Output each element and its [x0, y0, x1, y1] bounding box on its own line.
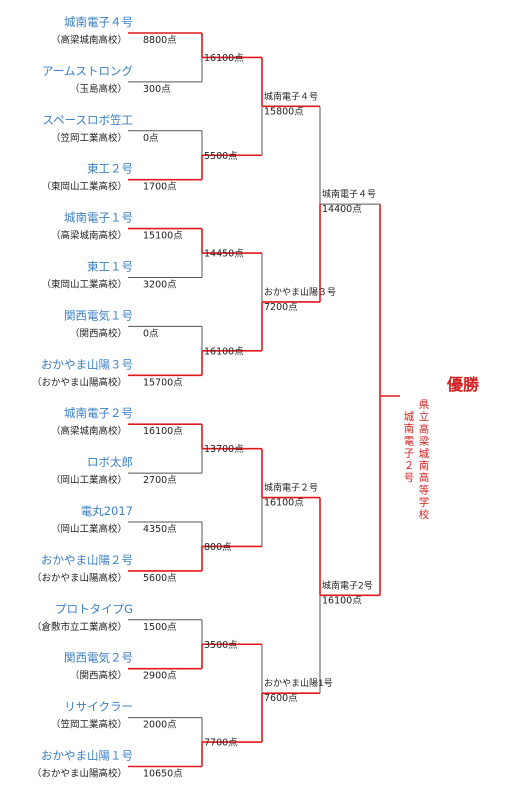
r3-winner-name: 城南電子４号 — [322, 188, 376, 200]
robot-name: 城南電子２号 — [64, 406, 133, 420]
robot-name: 東工１号 — [87, 260, 133, 274]
school-name: （東岡山工業高校） — [41, 279, 127, 291]
entry-score: 2900点 — [143, 671, 177, 682]
school-name: （東岡山工業高校） — [41, 181, 127, 193]
entry-score: 5600点 — [143, 573, 177, 584]
entry-score: 2000点 — [143, 720, 177, 731]
r1-score: 14450点 — [204, 249, 244, 260]
school-name: （高梁城南高校） — [51, 425, 127, 437]
r3-score: 16100点 — [322, 595, 362, 606]
r1-score: 7700点 — [204, 738, 238, 749]
school-name: （おかやま山陽高校） — [32, 376, 127, 388]
r1-score: 16100点 — [204, 53, 244, 64]
r1-score: 800点 — [204, 542, 232, 553]
entry-score: 15100点 — [143, 231, 183, 242]
robot-name: おかやま山陽２号 — [41, 553, 133, 567]
bracket-lines — [128, 32, 400, 768]
r2-score: 15800点 — [264, 106, 304, 117]
robot-name: 電丸2017 — [81, 504, 133, 518]
r3-score: 14400点 — [322, 204, 362, 215]
school-name: （笠岡工業高校） — [51, 132, 127, 144]
entry-score: 1500点 — [143, 622, 177, 633]
entry-score: 16100点 — [143, 426, 183, 437]
entry-score: 0点 — [143, 328, 159, 339]
entry-score: 4350点 — [143, 524, 177, 535]
school-name: （おかやま山陽高校） — [32, 572, 127, 584]
champion-robot: 城南電子２号 — [404, 411, 415, 484]
robot-name: おかやま山陽１号 — [41, 749, 133, 763]
school-name: （おかやま山陽高校） — [32, 768, 127, 780]
entry-score: 2700点 — [143, 475, 177, 486]
entry-score: 15700点 — [143, 377, 183, 388]
r3-winner-name: 城南電子2号 — [322, 579, 373, 591]
robot-name: おかやま山陽３号 — [41, 357, 133, 371]
school-name: （関西高校） — [70, 327, 127, 339]
r2-winner-name: 城南電子２号 — [264, 482, 318, 494]
school-name: （岡山工業高校） — [51, 523, 127, 535]
school-name: （関西高校） — [70, 670, 127, 682]
robot-name: スペースロボ笠工 — [42, 113, 133, 127]
school-name: （岡山工業高校） — [51, 474, 127, 486]
school-name: （笠岡工業高校） — [51, 719, 127, 731]
champion-block: 優勝 県立高梁城南高等学校 城南電子２号 — [404, 375, 480, 521]
r1-score: 5500点 — [204, 151, 238, 162]
entry-score: 8800点 — [143, 35, 177, 46]
robot-name: ロボ太郎 — [87, 455, 133, 469]
entry-score: 3200点 — [143, 280, 177, 291]
school-name: （倉敷市立工業高校） — [32, 621, 127, 633]
r1-score: 16100点 — [204, 346, 244, 357]
robot-name: アームストロング — [42, 64, 133, 78]
r1-score: 3500点 — [204, 640, 238, 651]
robot-name: 関西電気１号 — [64, 308, 133, 322]
school-name: （高梁城南高校） — [51, 230, 127, 242]
entry-score: 300点 — [143, 84, 171, 95]
r2-winner-name: おかやま山陽1号 — [264, 678, 333, 689]
champion-title: 優勝 — [446, 375, 480, 394]
school-name: （高梁城南高校） — [51, 34, 127, 46]
champion-school: 県立高梁城南高等学校 — [419, 399, 430, 521]
r2-score: 16100点 — [264, 498, 304, 509]
entry-score: 0点 — [143, 133, 159, 144]
school-name: （玉島高校） — [70, 83, 127, 95]
robot-name: 城南電子４号 — [64, 15, 133, 29]
robot-name: リサイクラー — [64, 700, 133, 714]
r2-winner-name: 城南電子４号 — [264, 90, 318, 102]
r2-score: 7200点 — [264, 302, 298, 313]
r2-winner-name: おかやま山陽３号 — [264, 287, 336, 298]
robot-name: 東工２号 — [87, 162, 133, 176]
robot-name: プロトタイプG — [55, 602, 133, 616]
entry-score: 1700点 — [143, 182, 177, 193]
entry-score: 10650点 — [143, 769, 183, 780]
r2-score: 7600点 — [264, 693, 298, 704]
robot-name: 城南電子１号 — [64, 211, 133, 225]
r1-score: 13700点 — [204, 444, 244, 455]
robot-name: 関西電気２号 — [64, 651, 133, 665]
